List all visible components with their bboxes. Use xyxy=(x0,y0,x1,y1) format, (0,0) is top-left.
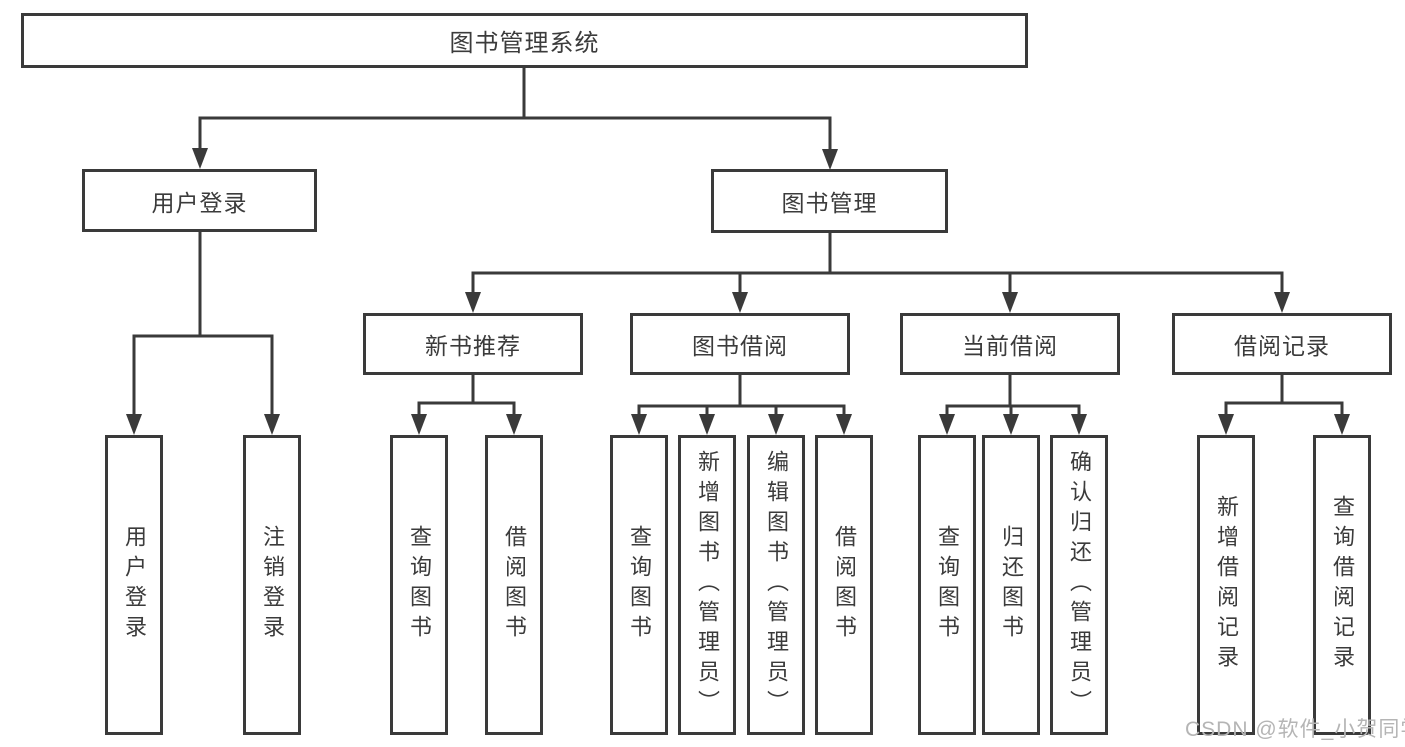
leaf-borrow-books-borrow: 借阅图书 xyxy=(815,435,873,735)
node-user-login-label: 用户登录 xyxy=(151,189,248,216)
leaf-query-books-borrow-label: 查询图书 xyxy=(627,525,652,645)
leaf-query-borrow-record-label: 查询借阅记录 xyxy=(1330,495,1355,675)
arrow-down-icon xyxy=(411,414,427,435)
leaf-return-books-label: 归还图书 xyxy=(999,525,1024,645)
leaf-borrow-books-borrow-label: 借阅图书 xyxy=(832,525,857,645)
node-borrow-records: 借阅记录 xyxy=(1172,313,1392,375)
node-current-borrow-label: 当前借阅 xyxy=(962,333,1058,359)
csdn-watermark: CSDN @软件_小贺同学 xyxy=(1185,718,1405,741)
arrow-down-icon xyxy=(1002,292,1018,313)
leaf-query-books-newrec: 查询图书 xyxy=(390,435,448,735)
leaf-user-login-label: 用户登录 xyxy=(122,525,147,645)
arrow-down-icon xyxy=(1071,414,1087,435)
arrow-down-icon xyxy=(1334,414,1350,435)
leaf-query-books-current: 查询图书 xyxy=(918,435,976,735)
node-book-mgmt-label: 图书管理 xyxy=(781,190,878,216)
leaf-edit-books-admin: 编辑图书（管理员） xyxy=(747,435,805,735)
arrow-down-icon xyxy=(126,414,142,435)
leaf-borrow-books-newrec-label: 借阅图书 xyxy=(502,525,527,645)
node-new-book-rec: 新书推荐 xyxy=(363,313,583,375)
leaf-add-books-admin: 新增图书（管理员） xyxy=(678,435,736,735)
node-current-borrow: 当前借阅 xyxy=(900,313,1120,375)
leaf-add-books-admin-label: 新增图书（管理员） xyxy=(695,450,720,720)
arrow-down-icon xyxy=(192,148,208,169)
leaf-confirm-return-admin-label: 确认归还（管理员） xyxy=(1067,450,1092,720)
leaf-user-login: 用户登录 xyxy=(105,435,163,735)
arrow-down-icon xyxy=(732,292,748,313)
node-new-book-rec-label: 新书推荐 xyxy=(425,333,521,359)
connector-book-borrow-children xyxy=(631,375,852,435)
leaf-borrow-books-newrec: 借阅图书 xyxy=(485,435,543,735)
arrow-down-icon xyxy=(822,149,838,170)
arrow-down-icon xyxy=(264,414,280,435)
leaf-query-books-newrec-label: 查询图书 xyxy=(407,525,432,645)
arrow-down-icon xyxy=(1274,292,1290,313)
arrow-down-icon xyxy=(768,414,784,435)
arrow-down-icon xyxy=(1218,414,1234,435)
node-book-mgmt: 图书管理 xyxy=(711,169,948,233)
connector-user-login-children xyxy=(126,232,280,435)
leaf-edit-books-admin-label: 编辑图书（管理员） xyxy=(764,450,789,720)
arrow-down-icon xyxy=(1003,414,1019,435)
leaf-add-borrow-record-label: 新增借阅记录 xyxy=(1214,495,1239,675)
leaf-logout-label: 注销登录 xyxy=(260,525,285,645)
arrow-down-icon xyxy=(939,414,955,435)
leaf-return-books: 归还图书 xyxy=(982,435,1040,735)
node-root: 图书管理系统 xyxy=(21,13,1028,68)
arrow-down-icon xyxy=(836,414,852,435)
leaf-confirm-return-admin: 确认归还（管理员） xyxy=(1050,435,1108,735)
connector-new-book-children xyxy=(411,375,522,435)
leaf-query-books-current-label: 查询图书 xyxy=(935,525,960,645)
leaf-query-borrow-record: 查询借阅记录 xyxy=(1313,435,1371,735)
node-borrow-records-label: 借阅记录 xyxy=(1234,333,1330,359)
connector-root-to-level2 xyxy=(192,68,838,170)
node-root-label: 图书管理系统 xyxy=(449,30,600,57)
arrow-down-icon xyxy=(631,414,647,435)
leaf-logout: 注销登录 xyxy=(243,435,301,735)
connector-borrow-records-children xyxy=(1218,375,1350,435)
node-user-login: 用户登录 xyxy=(82,169,317,232)
leaf-query-books-borrow: 查询图书 xyxy=(610,435,668,735)
connector-current-borrow-children xyxy=(939,375,1087,435)
arrow-down-icon xyxy=(506,414,522,435)
arrow-down-icon xyxy=(465,292,481,313)
arrow-down-icon xyxy=(699,414,715,435)
node-book-borrow-label: 图书借阅 xyxy=(692,333,788,359)
connector-book-mgmt-to-level3 xyxy=(465,233,1290,313)
leaf-add-borrow-record: 新增借阅记录 xyxy=(1197,435,1255,735)
node-book-borrow: 图书借阅 xyxy=(630,313,850,375)
